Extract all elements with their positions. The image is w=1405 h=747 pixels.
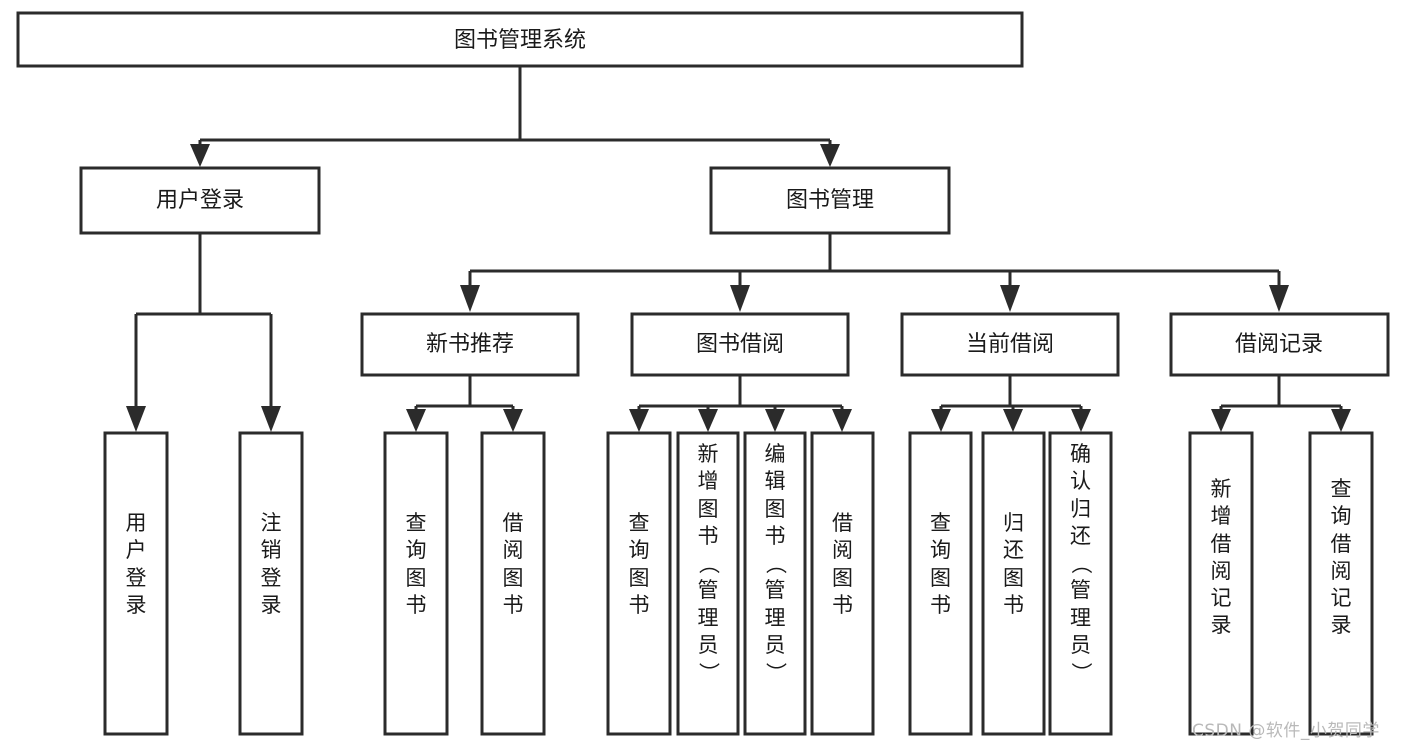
- node-box-user-login[interactable]: [79, 166, 321, 235]
- arrowhead-borrow-leaf-3: [765, 409, 785, 432]
- leaf-box-confirm-return-admin[interactable]: [1048, 431, 1113, 736]
- node-label-current-borrow: 当前借阅: [966, 332, 1054, 357]
- leaf-boxes-layer: [103, 431, 1374, 736]
- arrowhead-borrow-leaf-2: [698, 409, 718, 432]
- node-label-book-management: 图书管理: [786, 188, 874, 213]
- connectors-layer: [126, 66, 1351, 432]
- arrowhead-current-leaf-2: [1003, 409, 1023, 432]
- leaf-box-borrow-book[interactable]: [810, 431, 875, 736]
- arrowhead-borrow-leaf-4: [832, 409, 852, 432]
- node-book-management-system[interactable]: 图书管理系统: [16, 11, 1024, 68]
- arrowhead-to-book-management: [820, 144, 840, 167]
- arrowhead-current-leaf-3: [1071, 409, 1091, 432]
- arrowhead-login-leaf-2: [261, 406, 281, 432]
- leaf-box-borrow-book-recommend[interactable]: [480, 431, 546, 736]
- arrowhead-to-current-borrow: [1000, 285, 1020, 312]
- leaf-box-add-borrow-record[interactable]: [1188, 431, 1254, 736]
- node-user-login[interactable]: 用户登录: [79, 166, 321, 235]
- arrowhead-record-leaf-1: [1211, 409, 1231, 432]
- node-label-borrow-record: 借阅记录: [1235, 332, 1323, 357]
- node-label-user-login: 用户登录: [156, 188, 244, 213]
- node-box-book-management[interactable]: [709, 166, 951, 235]
- arrowhead-borrow-leaf-1: [629, 409, 649, 432]
- node-new-book-recommend[interactable]: 新书推荐: [360, 312, 580, 377]
- node-box-current-borrow[interactable]: [900, 312, 1120, 377]
- arrowhead-record-leaf-2: [1331, 409, 1351, 432]
- arrowhead-current-leaf-1: [931, 409, 951, 432]
- node-book-management[interactable]: 图书管理: [709, 166, 951, 235]
- leaf-box-logout[interactable]: [238, 431, 304, 736]
- arrowhead-recommend-leaf-2: [503, 409, 523, 432]
- arrowhead-to-new-book-recommend: [460, 285, 480, 312]
- arrowhead-login-leaf-1: [126, 406, 146, 432]
- leaf-box-add-book-admin[interactable]: [676, 431, 740, 736]
- node-current-borrow[interactable]: 当前借阅: [900, 312, 1120, 377]
- node-label-book-borrow: 图书借阅: [696, 332, 784, 357]
- leaf-box-edit-book-admin[interactable]: [743, 431, 807, 736]
- leaf-box-query-borrow-record[interactable]: [1308, 431, 1374, 736]
- leaf-box-query-book-borrow[interactable]: [606, 431, 672, 736]
- node-book-borrow[interactable]: 图书借阅: [630, 312, 850, 377]
- node-box-new-book-recommend[interactable]: [360, 312, 580, 377]
- leaf-box-query-book-current[interactable]: [908, 431, 973, 736]
- node-box-root[interactable]: [16, 11, 1024, 68]
- node-box-book-borrow[interactable]: [630, 312, 850, 377]
- arrowhead-recommend-leaf-1: [406, 409, 426, 432]
- leaf-box-query-book-recommend[interactable]: [383, 431, 449, 736]
- node-box-borrow-record[interactable]: [1169, 312, 1390, 377]
- arrowhead-to-book-borrow: [730, 285, 750, 312]
- node-borrow-record[interactable]: 借阅记录: [1169, 312, 1390, 377]
- leaf-box-return-book[interactable]: [981, 431, 1046, 736]
- node-label-root: 图书管理系统: [454, 28, 586, 53]
- csdn-watermark: CSDN @软件_小贺同学: [1192, 721, 1380, 741]
- arrowhead-to-borrow-record: [1269, 285, 1289, 312]
- node-label-new-book-recommend: 新书推荐: [426, 332, 514, 357]
- arrowhead-to-user-login: [190, 144, 210, 167]
- leaf-box-user-login[interactable]: [103, 431, 169, 736]
